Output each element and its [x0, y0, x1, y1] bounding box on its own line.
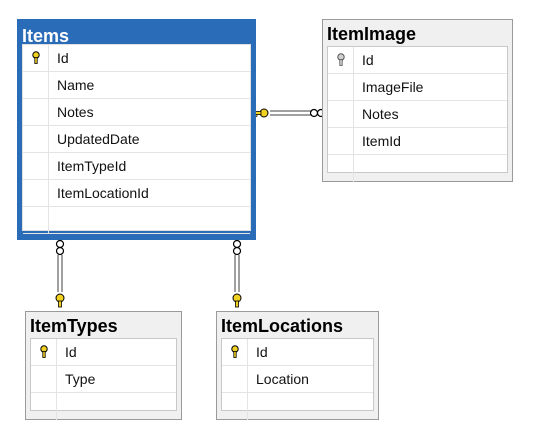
column-name: Id [256, 344, 268, 360]
table-title: Items [22, 26, 70, 44]
column-name: ItemId [362, 133, 401, 149]
row-gutter [23, 99, 49, 125]
column-row[interactable]: Notes [23, 99, 250, 126]
row-gutter [328, 74, 354, 100]
column-row[interactable]: Location [222, 366, 373, 393]
column-name: Id [65, 344, 77, 360]
column-row[interactable]: ItemLocationId [23, 180, 250, 207]
empty-row[interactable] [23, 207, 250, 234]
row-gutter [23, 180, 49, 206]
column-name: Name [57, 77, 95, 93]
column-grid: Id Location [221, 338, 374, 420]
column-row[interactable]: Id [23, 45, 250, 72]
empty-row[interactable] [222, 393, 373, 420]
table-itemimage[interactable]: ItemImage Id ImageFile Notes ItemId [322, 19, 513, 182]
key-icon [232, 293, 242, 308]
column-row[interactable]: Name [23, 72, 250, 99]
row-gutter [23, 126, 49, 152]
column-name: Notes [362, 106, 399, 122]
column-name: ImageFile [362, 79, 424, 95]
column-name: Location [256, 371, 309, 387]
table-title: ItemImage [327, 24, 417, 44]
column-name: Id [57, 50, 69, 66]
row-gutter [31, 393, 57, 420]
row-gutter [222, 393, 248, 420]
relationship-items-itemimage[interactable] [254, 108, 326, 118]
table-itemlocations[interactable]: ItemLocations Id Location [216, 311, 379, 420]
relationship-items-itemtypes[interactable] [55, 239, 65, 308]
column-row[interactable]: ImageFile [328, 74, 507, 101]
column-name: ItemTypeId [57, 158, 127, 174]
row-gutter [23, 207, 49, 233]
empty-row[interactable] [31, 393, 176, 420]
row-gutter [23, 153, 49, 179]
table-itemtypes[interactable]: ItemTypes Id Type [25, 311, 182, 420]
key-icon [328, 47, 354, 73]
column-grid: Id Name Notes UpdatedDate ItemTypeId Ite… [22, 44, 251, 234]
row-gutter [328, 155, 354, 182]
row-gutter [23, 72, 49, 98]
column-name: UpdatedDate [57, 131, 140, 147]
row-gutter [31, 366, 57, 392]
row-gutter [222, 366, 248, 392]
key-icon [31, 339, 57, 365]
column-name: ItemLocationId [57, 185, 149, 201]
column-name: Type [65, 371, 96, 387]
table-title: ItemTypes [30, 316, 118, 336]
key-icon [23, 45, 49, 71]
column-grid: Id ImageFile Notes ItemId [327, 46, 508, 182]
column-row[interactable]: Id [328, 47, 507, 74]
column-row[interactable]: ItemId [328, 128, 507, 155]
empty-row[interactable] [328, 155, 507, 182]
table-items[interactable]: Items Id Name Notes UpdatedDate ItemType… [17, 19, 256, 240]
key-icon [55, 293, 65, 308]
column-row[interactable]: Type [31, 366, 176, 393]
column-name: Notes [57, 104, 94, 120]
key-icon [254, 108, 269, 118]
column-grid: Id Type [30, 338, 177, 420]
column-row[interactable]: Notes [328, 101, 507, 128]
row-gutter [328, 128, 354, 154]
column-row[interactable]: Id [222, 339, 373, 366]
column-name: Id [362, 52, 374, 68]
column-row[interactable]: Id [31, 339, 176, 366]
infinity-icon [232, 239, 242, 256]
column-row[interactable]: UpdatedDate [23, 126, 250, 153]
relationship-items-itemlocations[interactable] [232, 239, 242, 308]
row-gutter [328, 101, 354, 127]
column-row[interactable]: ItemTypeId [23, 153, 250, 180]
infinity-icon [55, 239, 65, 256]
key-icon [222, 339, 248, 365]
table-title: ItemLocations [221, 316, 344, 336]
